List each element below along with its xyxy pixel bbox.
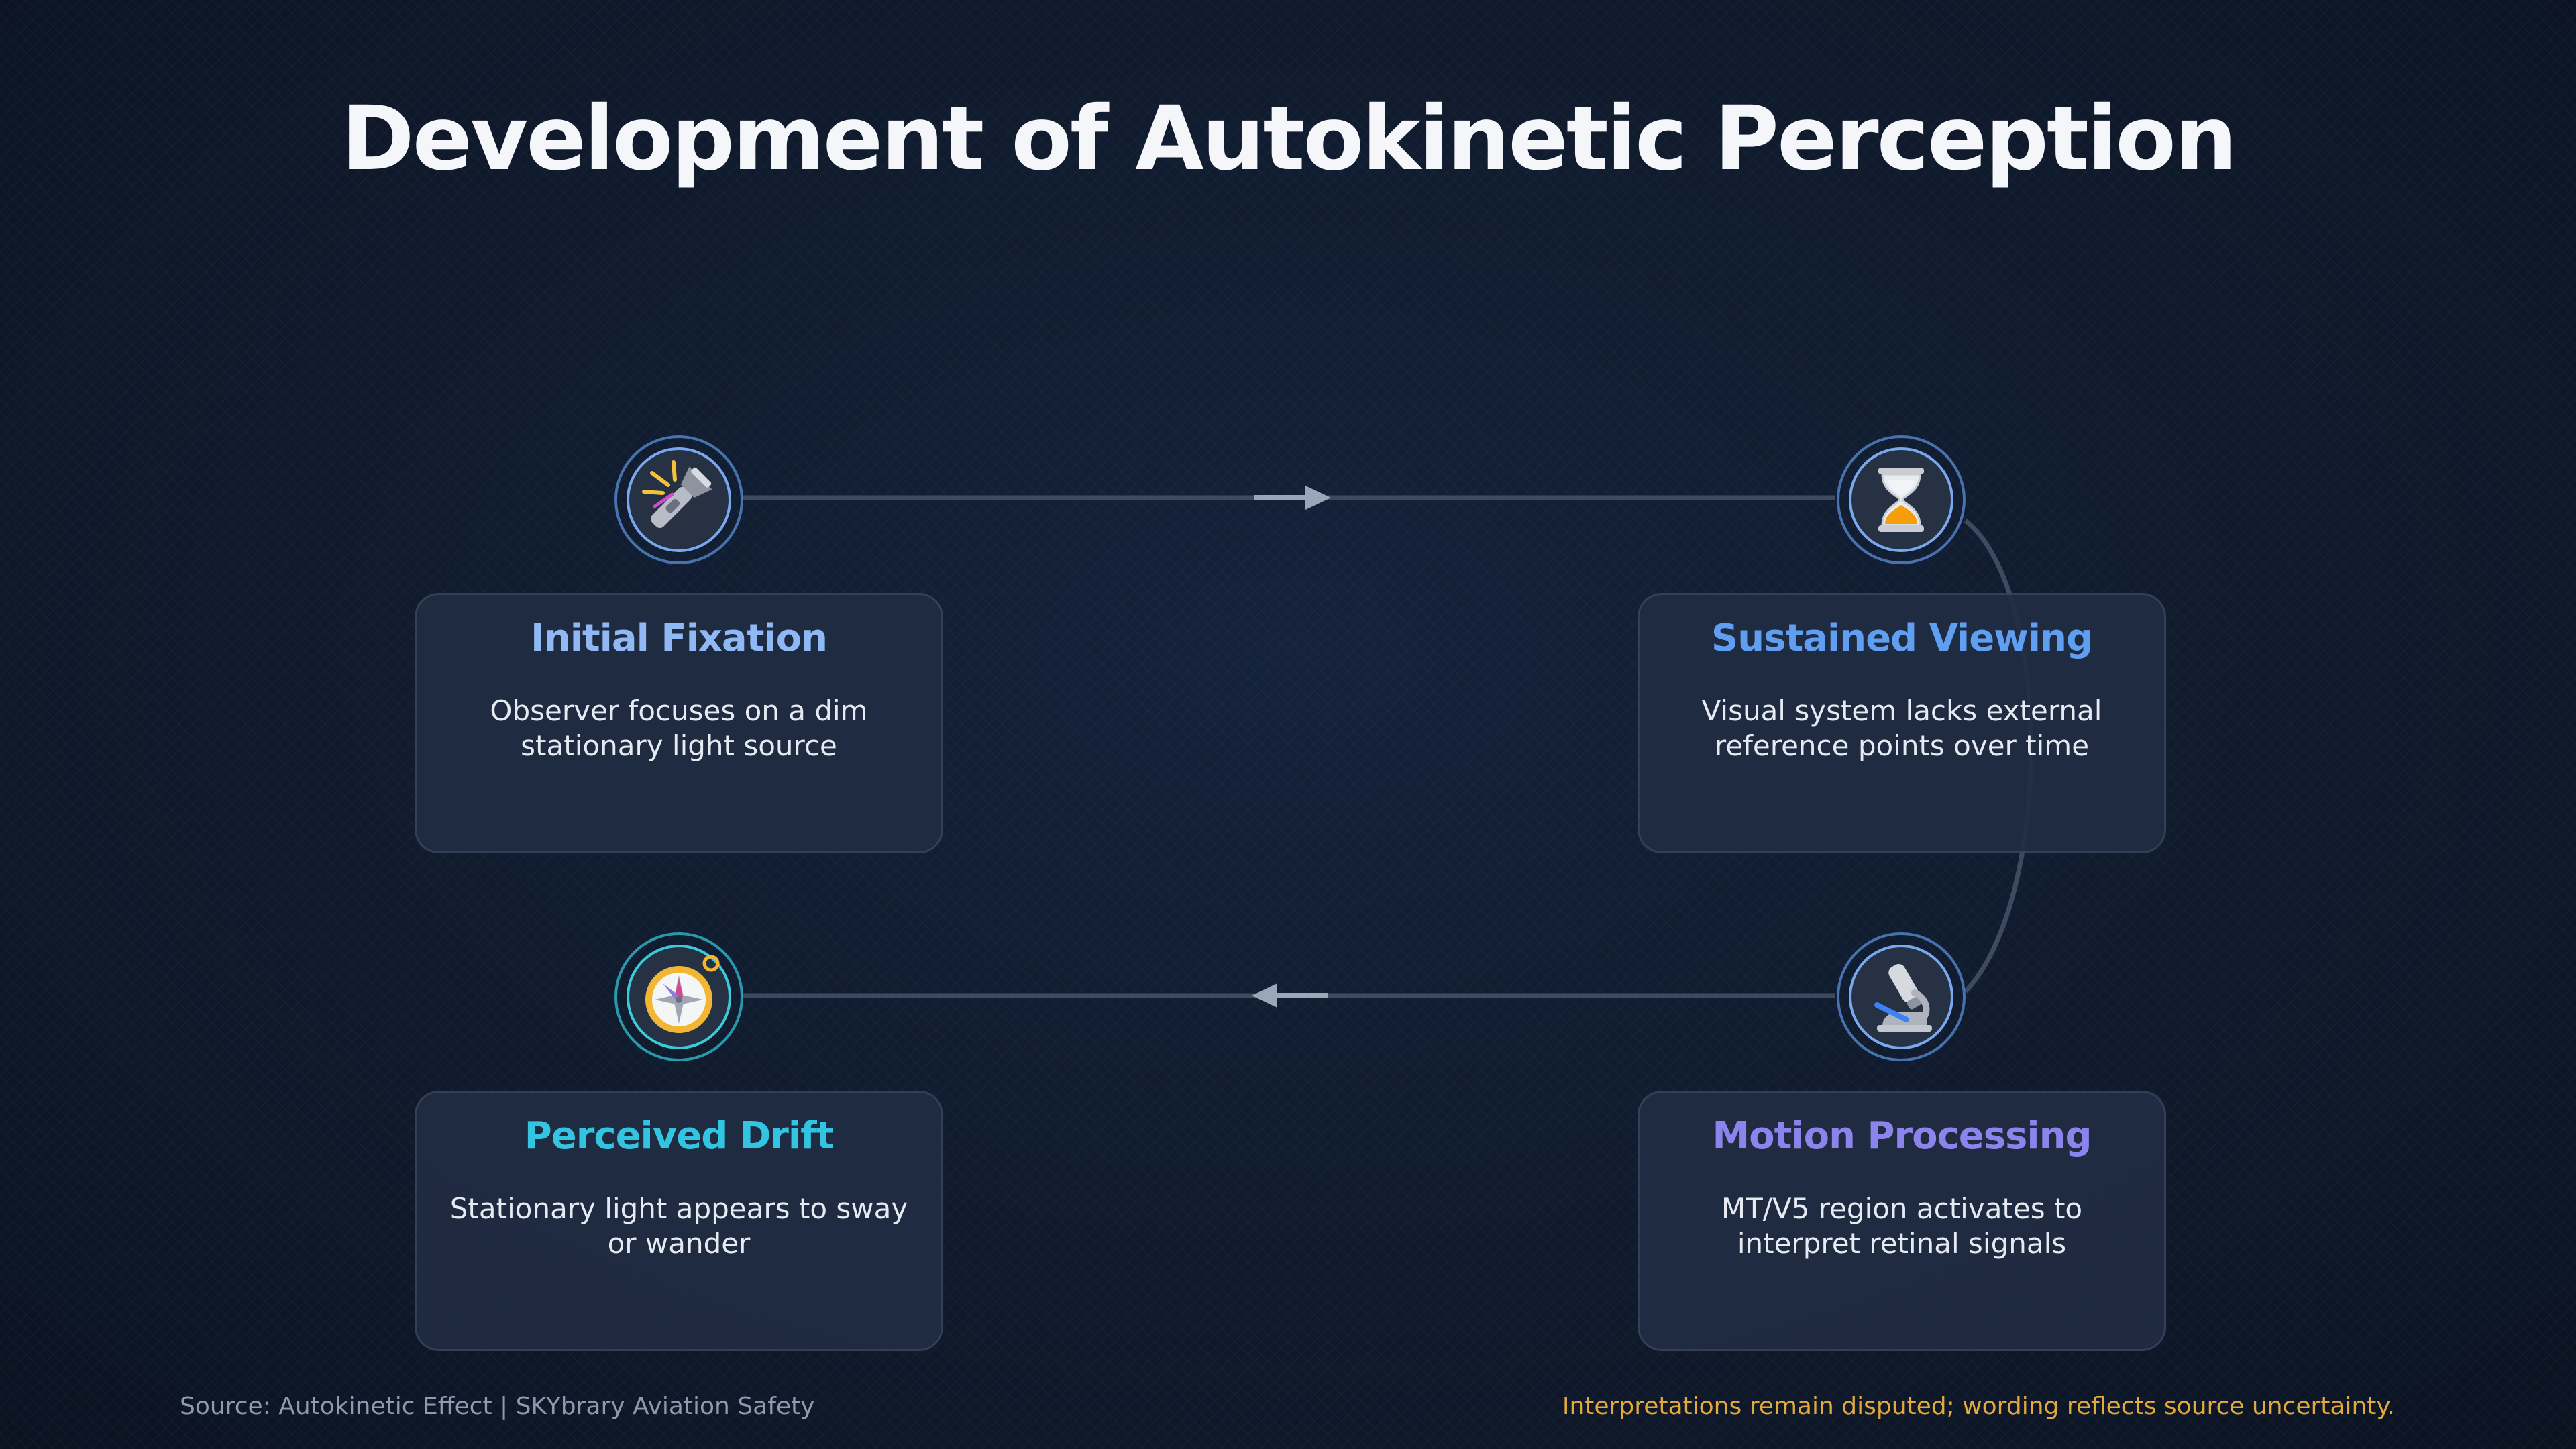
arrow-right-head — [1305, 486, 1331, 510]
step-title: Initial Fixation — [530, 616, 828, 660]
step-title: Sustained Viewing — [1711, 616, 2093, 660]
step-title: Perceived Drift — [524, 1114, 835, 1158]
step-description: Stationary light appears to sway or wand… — [449, 1192, 908, 1260]
microscope-icon — [1835, 931, 1967, 1063]
flashlight-icon — [613, 434, 745, 566]
step-title: Motion Processing — [1712, 1114, 2092, 1158]
step-card-initial-fixation: Initial Fixation Observer focuses on a d… — [415, 593, 943, 853]
hourglass-icon — [1835, 434, 1967, 566]
step-description: Observer focuses on a dim stationary lig… — [490, 694, 868, 762]
step-description: Visual system lacks external reference p… — [1701, 694, 2102, 762]
uncertainty-note: Interpretations remain disputed; wording… — [1562, 1393, 2395, 1420]
page-title: Development of Autokinetic Perception — [341, 87, 2237, 191]
arrow-left-head — [1252, 983, 1277, 1008]
step-card-motion-processing: Motion Processing MT/V5 region activates… — [1638, 1091, 2166, 1351]
compass-icon — [613, 931, 745, 1063]
source-citation: Source: Autokinetic Effect | SKYbrary Av… — [180, 1393, 815, 1420]
step-description: MT/V5 region activates to interpret reti… — [1721, 1192, 2083, 1260]
step-card-sustained-viewing: Sustained Viewing Visual system lacks ex… — [1638, 593, 2166, 853]
step-card-perceived-drift: Perceived Drift Stationary light appears… — [415, 1091, 943, 1351]
